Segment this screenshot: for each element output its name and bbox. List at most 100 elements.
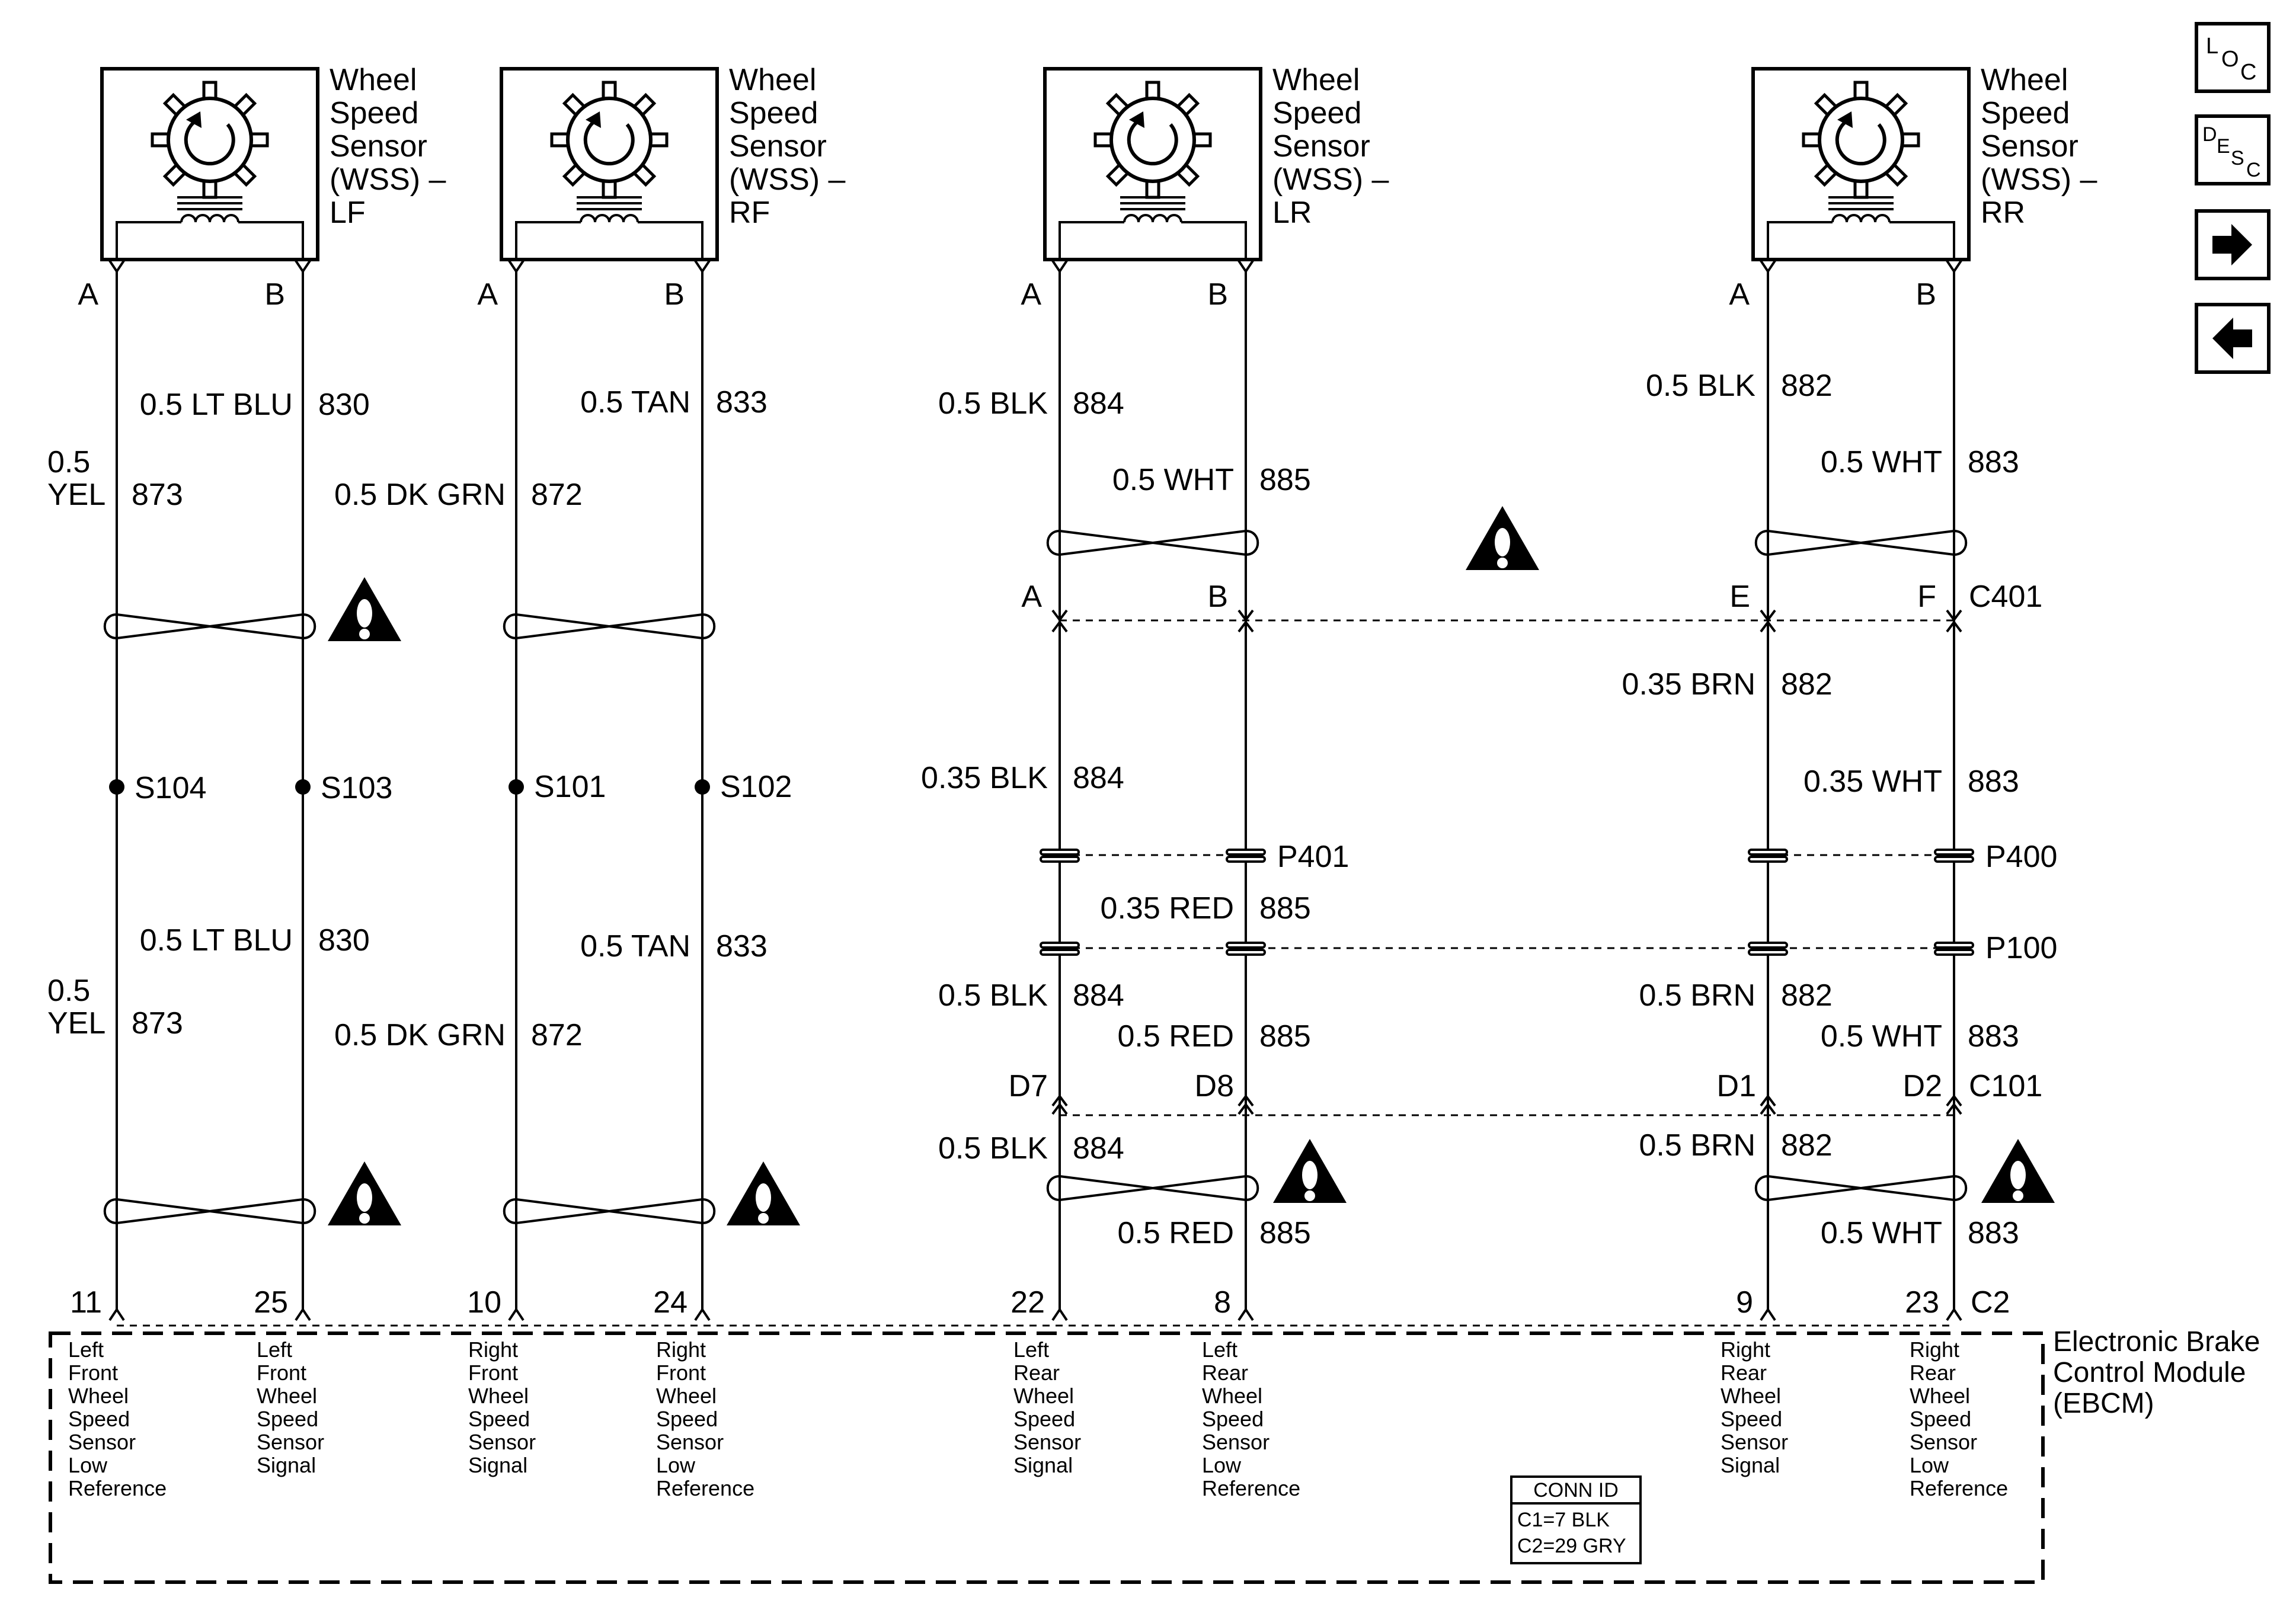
- warning-icon: [1466, 506, 1539, 570]
- warning-icon: [727, 1161, 800, 1225]
- terminal-label: B: [1916, 277, 1936, 312]
- terminal-label: A: [1021, 277, 1041, 312]
- splice-label: S103: [321, 771, 392, 805]
- wire-labels: A B A B A B A B 0.5 LT BLU 830 0.5 YEL 8…: [47, 277, 2057, 1320]
- circuit-number-label: 885: [1259, 463, 1311, 497]
- conn-id-line: C1=7 BLK: [1517, 1509, 1610, 1531]
- wire-color-label: 0.5 TAN: [580, 929, 690, 964]
- conn-id-title: CONN ID: [1533, 1479, 1619, 1502]
- desc-button[interactable]: D E S C: [2195, 114, 2271, 185]
- splice-label: S102: [720, 770, 792, 804]
- svg-text:E: E: [2217, 135, 2230, 158]
- text-line: Front: [468, 1361, 518, 1385]
- conn-id-table: CONN ID C1=7 BLK C2=29 GRY: [1510, 1475, 1642, 1564]
- text-line: Sensor: [1202, 1430, 1269, 1454]
- text-line: Low: [656, 1453, 696, 1477]
- text-line: LR: [1272, 196, 1312, 230]
- next-button[interactable]: [2195, 209, 2271, 280]
- circuit-number-label: 830: [318, 388, 370, 422]
- terminal-label: B: [1207, 277, 1228, 312]
- text-line: Speed: [1981, 96, 2070, 130]
- pin-number-label: 22: [1011, 1285, 1045, 1320]
- circuit-number-label: 884: [1073, 1131, 1124, 1166]
- warning-icon: [1273, 1139, 1347, 1203]
- prev-button[interactable]: [2195, 303, 2271, 374]
- splices: [109, 779, 710, 795]
- text-line: Wheel: [1721, 1384, 1781, 1408]
- desc-icon: D E S C: [2202, 123, 2261, 181]
- pin-number-label: 24: [653, 1285, 687, 1320]
- svg-text:L: L: [2206, 34, 2218, 59]
- text-line: Reference: [1202, 1476, 1300, 1500]
- text-line: Speed: [729, 96, 818, 130]
- wire-color-label: 0.35 WHT: [1803, 764, 1942, 799]
- wire-color-label: 0.5 BLK: [1646, 369, 1755, 403]
- twisted-pairs: [103, 529, 1968, 1225]
- wire-color-label: 0.5 TAN: [580, 385, 690, 420]
- text-line: Sensor: [656, 1430, 724, 1454]
- pass-through-label: P401: [1277, 840, 1349, 874]
- wire-color-label: 0.5 WHT: [1821, 445, 1942, 479]
- wire-color-label: YEL: [47, 1006, 105, 1041]
- text-line: Speed: [1721, 1407, 1782, 1431]
- terminal-label: A: [477, 277, 498, 312]
- text-line: Sensor: [1910, 1430, 1977, 1454]
- circuit-number-label: 882: [1781, 369, 1833, 403]
- twisted-pair-icon: [103, 613, 316, 640]
- text-line: (WSS) –: [729, 162, 846, 197]
- svg-text:S: S: [2231, 147, 2244, 169]
- terminal-label: F: [1917, 580, 1936, 614]
- terminal-label: B: [264, 277, 285, 312]
- text-line: Speed: [1272, 96, 1361, 130]
- text-line: Sensor: [729, 129, 827, 164]
- circuit-number-label: 883: [1968, 1019, 2019, 1054]
- arrow-left-icon: [2212, 318, 2252, 359]
- connector-c2: [108, 1307, 1962, 1327]
- text-line: Speed: [468, 1407, 530, 1431]
- circuit-number-label: 873: [132, 478, 183, 512]
- text-line: Front: [68, 1361, 118, 1385]
- twisted-pair-icon: [1754, 529, 1968, 556]
- grommet-icon: [1040, 942, 1080, 956]
- circuit-number-label: 872: [531, 1018, 583, 1052]
- warning-icon: [328, 1161, 401, 1225]
- terminal-label: D1: [1717, 1069, 1756, 1103]
- text-line: Sensor: [257, 1430, 324, 1454]
- text-line: Speed: [1910, 1407, 1971, 1431]
- text-line: Right: [656, 1337, 706, 1362]
- circuit-number-label: 830: [318, 923, 370, 958]
- text-line: RF: [729, 196, 770, 230]
- text-line: (WSS) –: [1272, 162, 1389, 197]
- wires: [116, 270, 1955, 1310]
- text-line: Wheel: [656, 1384, 717, 1408]
- text-line: Rear: [1013, 1361, 1060, 1385]
- loc-button[interactable]: L O C: [2195, 22, 2271, 93]
- connector-label: C2: [1971, 1285, 2010, 1320]
- circuit-number-label: 882: [1781, 978, 1833, 1013]
- text-line: Control Module: [2053, 1357, 2246, 1388]
- text-line: Speed: [330, 96, 418, 130]
- text-line: RR: [1981, 196, 2025, 230]
- sensor-terminals: [108, 260, 1962, 274]
- grommet-icon: [1934, 942, 1974, 956]
- ebcm-module-outline: [49, 1331, 2045, 1584]
- circuit-number-label: 873: [132, 1006, 183, 1041]
- text-line: Sensor: [1013, 1430, 1081, 1454]
- text-line: Sensor: [330, 129, 427, 164]
- wire-color-label: 0.5 BLK: [938, 978, 1048, 1013]
- circuit-number-label: 885: [1259, 1019, 1311, 1054]
- wire-color-label: YEL: [47, 478, 105, 512]
- text-line: Speed: [257, 1407, 318, 1431]
- terminal-label: E: [1729, 580, 1750, 614]
- text-line: Wheel: [1013, 1384, 1074, 1408]
- text-line: Low: [68, 1453, 108, 1477]
- pin-number-label: 11: [70, 1285, 102, 1320]
- pass-through-label: P400: [1985, 840, 2057, 874]
